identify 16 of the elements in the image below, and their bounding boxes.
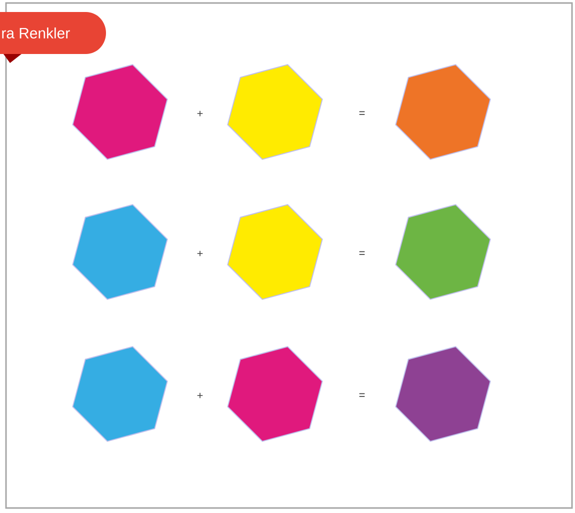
hexagon [72,346,168,442]
operator-sign: + [197,250,203,256]
hexagon [72,64,168,160]
heading-tab: ra Renkler [0,12,106,63]
operator-sign: + [197,110,203,116]
hexagon [227,64,323,160]
operator-sign: = [359,251,365,255]
hexagon [227,346,323,442]
hexagon [395,204,491,300]
hexagon [395,64,491,160]
operator-sign: = [359,111,365,115]
operator-sign: + [197,392,203,398]
hexagon [72,204,168,300]
operator-sign: = [359,393,365,397]
hexagon [395,346,491,442]
hexagon [227,204,323,300]
